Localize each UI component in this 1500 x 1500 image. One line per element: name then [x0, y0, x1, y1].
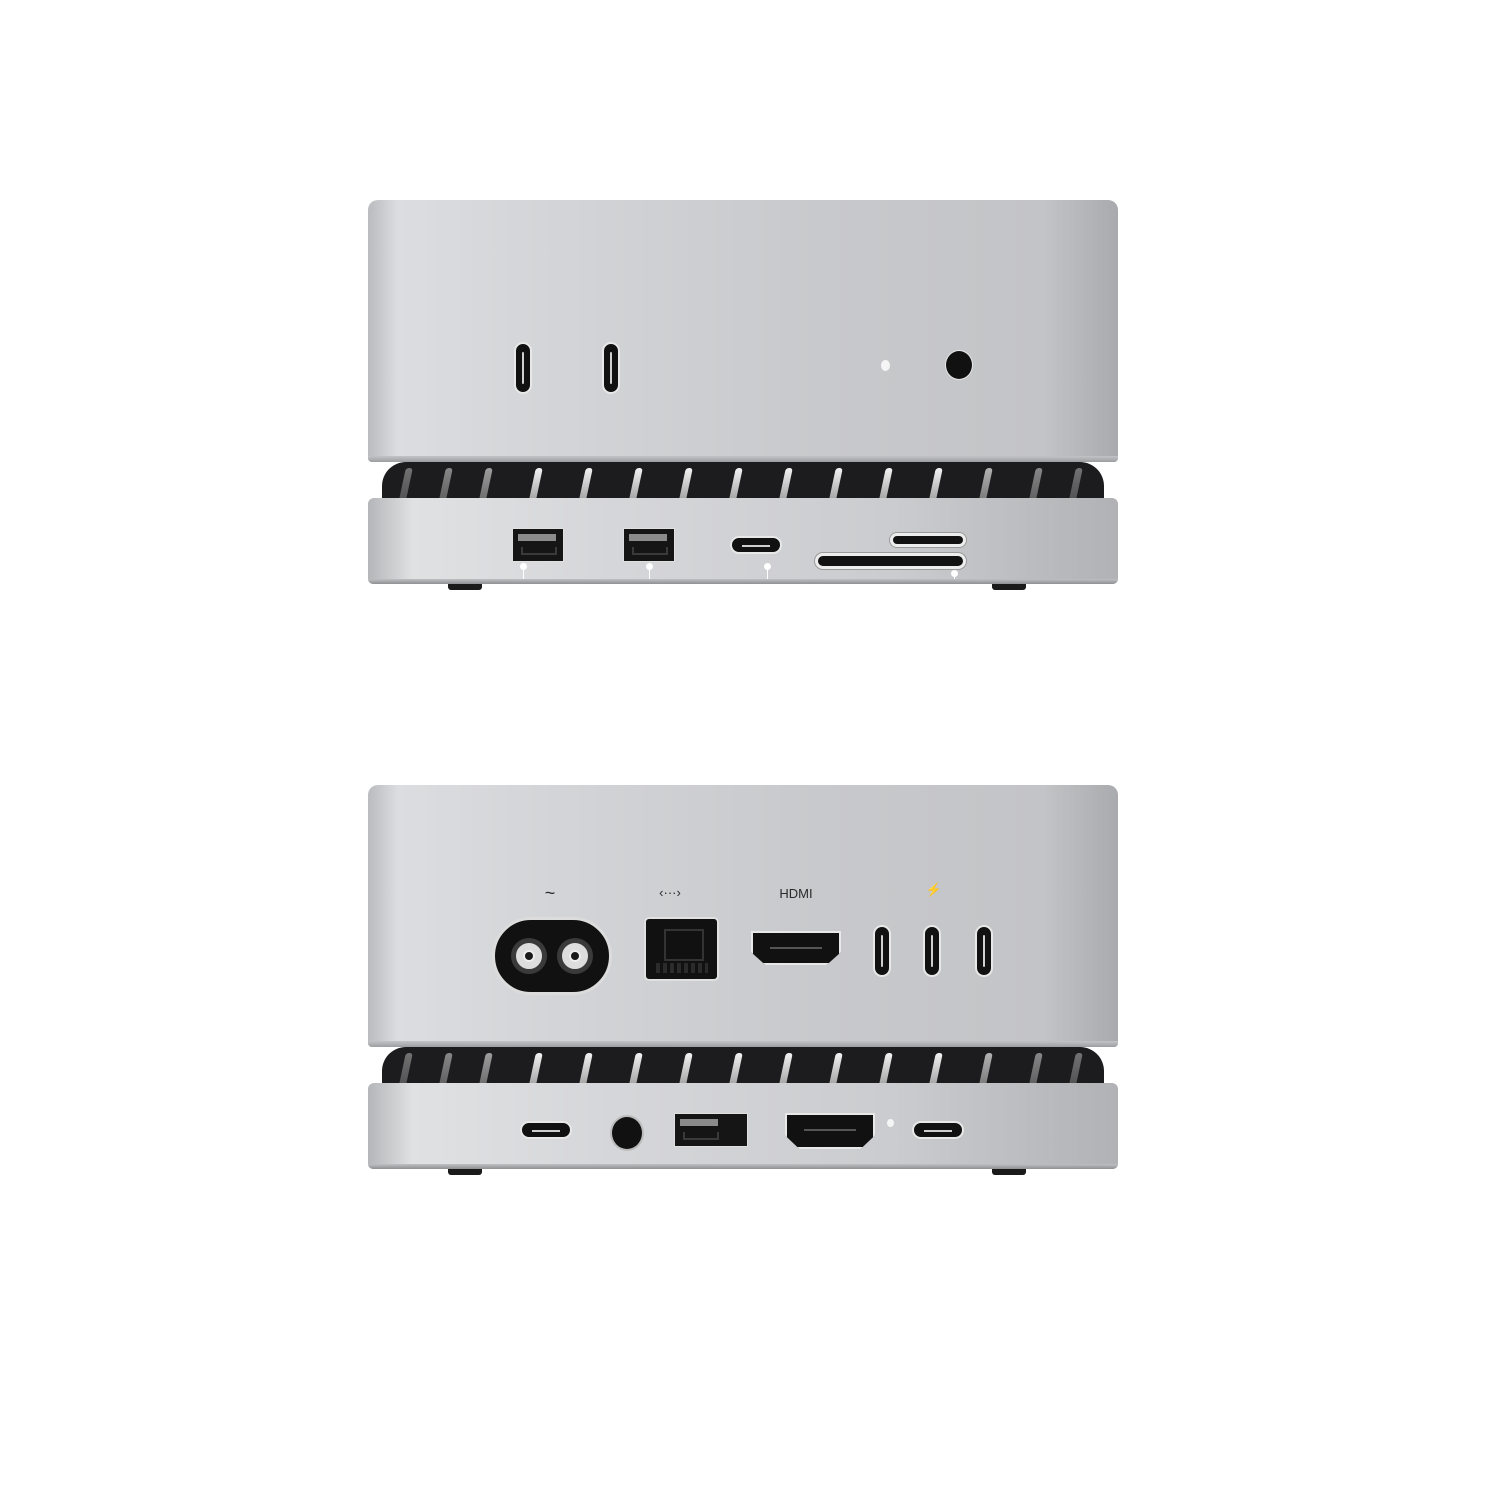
front-view-device [368, 200, 1118, 600]
thunderbolt-port-icon [873, 925, 891, 977]
usb-c-port-icon[interactable] [730, 536, 782, 554]
audio-jack-icon [945, 350, 973, 380]
foot [992, 584, 1026, 590]
audio-jack-icon[interactable] [610, 1115, 644, 1151]
hub-front [368, 498, 1118, 586]
microsd-slot-icon[interactable] [890, 533, 966, 547]
mac-mini-front-body [368, 200, 1118, 462]
hub-rear [368, 1083, 1118, 1169]
foot [448, 584, 482, 590]
port-marker [520, 563, 527, 586]
foot [448, 1169, 482, 1175]
port-marker [764, 563, 771, 586]
led-icon [887, 1119, 894, 1127]
usb-a-port-icon[interactable] [623, 528, 675, 562]
usb-c-port-icon[interactable] [912, 1121, 964, 1139]
rear-view-device: ~ ‹···› HDMI ⚡ [368, 785, 1118, 1185]
foot [992, 1169, 1026, 1175]
ethernet-port-icon [644, 917, 719, 981]
thunderbolt-label: ⚡ [925, 882, 943, 897]
usb-c-port-icon [602, 342, 620, 394]
port-marker [646, 563, 653, 586]
thunderbolt-port-icon [975, 925, 993, 977]
usb-a-port-icon[interactable] [674, 1113, 748, 1147]
power-inlet-icon [492, 917, 612, 995]
usb-c-port-icon [514, 342, 532, 394]
hdmi-port-icon[interactable] [785, 1113, 875, 1149]
hdmi-label: HDMI [779, 886, 813, 901]
mac-mini-rear-body: ~ ‹···› HDMI ⚡ [368, 785, 1118, 1047]
sd-slot-icon[interactable] [815, 553, 966, 569]
ethernet-label: ‹···› [659, 885, 681, 900]
usb-c-port-icon[interactable] [520, 1121, 572, 1139]
usb-a-port-icon[interactable] [512, 528, 564, 562]
led-icon [881, 360, 890, 371]
port-marker [951, 570, 958, 586]
power-label: ~ [544, 883, 556, 903]
thunderbolt-port-icon [923, 925, 941, 977]
hdmi-port-icon [751, 931, 841, 965]
